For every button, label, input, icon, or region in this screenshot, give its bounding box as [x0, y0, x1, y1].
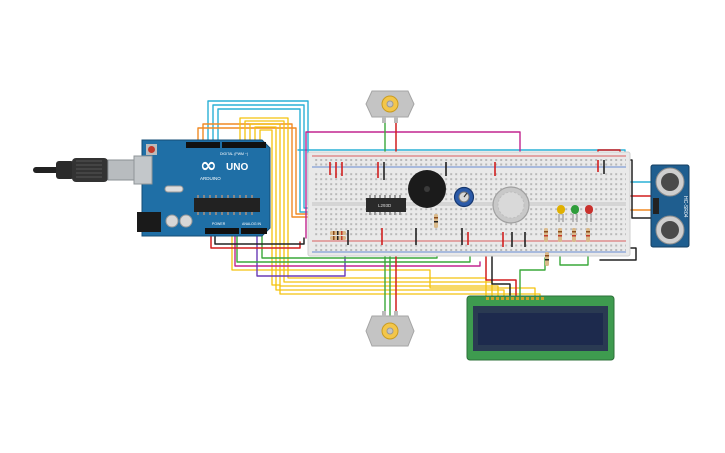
resistor[interactable] — [330, 236, 346, 240]
resistor[interactable] — [586, 228, 590, 242]
gas-sensor-icon[interactable] — [492, 186, 530, 224]
breadboard-jumpers — [329, 160, 605, 247]
wire-black-4 — [491, 249, 511, 296]
arduino-digital-label: DIGITAL (PWM ~) — [220, 152, 248, 156]
piezo-buzzer-icon[interactable] — [408, 170, 446, 208]
resistors[interactable] — [330, 214, 590, 266]
resistor[interactable] — [545, 252, 549, 266]
wire-black-1 — [214, 233, 305, 245]
dc-motor-bottom[interactable] — [365, 311, 415, 347]
motor-driver-chip[interactable]: L293D — [366, 195, 406, 215]
resistor[interactable] — [434, 214, 438, 228]
wire-yellow-6 — [231, 233, 536, 296]
usb-cable — [33, 158, 139, 182]
led-red[interactable] — [585, 205, 593, 222]
wire-green-3 — [519, 257, 546, 296]
lcd-display[interactable] — [466, 295, 615, 361]
wire-orange-2 — [202, 123, 331, 218]
arduino-model-label: UNO — [226, 162, 248, 173]
arduino-logo: ∞ — [200, 153, 217, 177]
dc-motor-top[interactable] — [365, 90, 415, 123]
arduino-brand-label: ARDUINO — [200, 176, 221, 181]
led-yellow[interactable] — [557, 205, 565, 222]
arduino-analog-label: ANALOG IN — [242, 222, 262, 226]
resistor[interactable] — [330, 231, 346, 235]
resistor[interactable] — [572, 228, 576, 242]
resistor[interactable] — [558, 228, 562, 242]
leds — [557, 205, 593, 222]
resistor[interactable] — [544, 228, 548, 242]
arduino-power-label: POWER — [212, 222, 226, 226]
potentiometer-icon[interactable] — [453, 186, 475, 208]
wire-yellow-1 — [239, 117, 487, 296]
arduino-uno-board[interactable]: ∞ UNO ARDUINO DIGITAL (PWM ~) POWER ANAL… — [133, 139, 271, 237]
ultrasonic-model-label: HC-SR04 — [682, 196, 688, 218]
wire-red-1 — [210, 233, 301, 249]
wire-red-4 — [485, 254, 517, 296]
ultrasonic-sensor[interactable]: HC-SR04 — [650, 164, 690, 248]
led-green[interactable] — [571, 205, 579, 222]
wire-magenta-1 — [305, 131, 521, 239]
wire-yellow-5 — [259, 129, 541, 296]
motor-driver-chip-label: L293D — [378, 203, 392, 208]
wire-yellow-4 — [254, 126, 505, 296]
wire-magenta-2 — [234, 233, 481, 267]
